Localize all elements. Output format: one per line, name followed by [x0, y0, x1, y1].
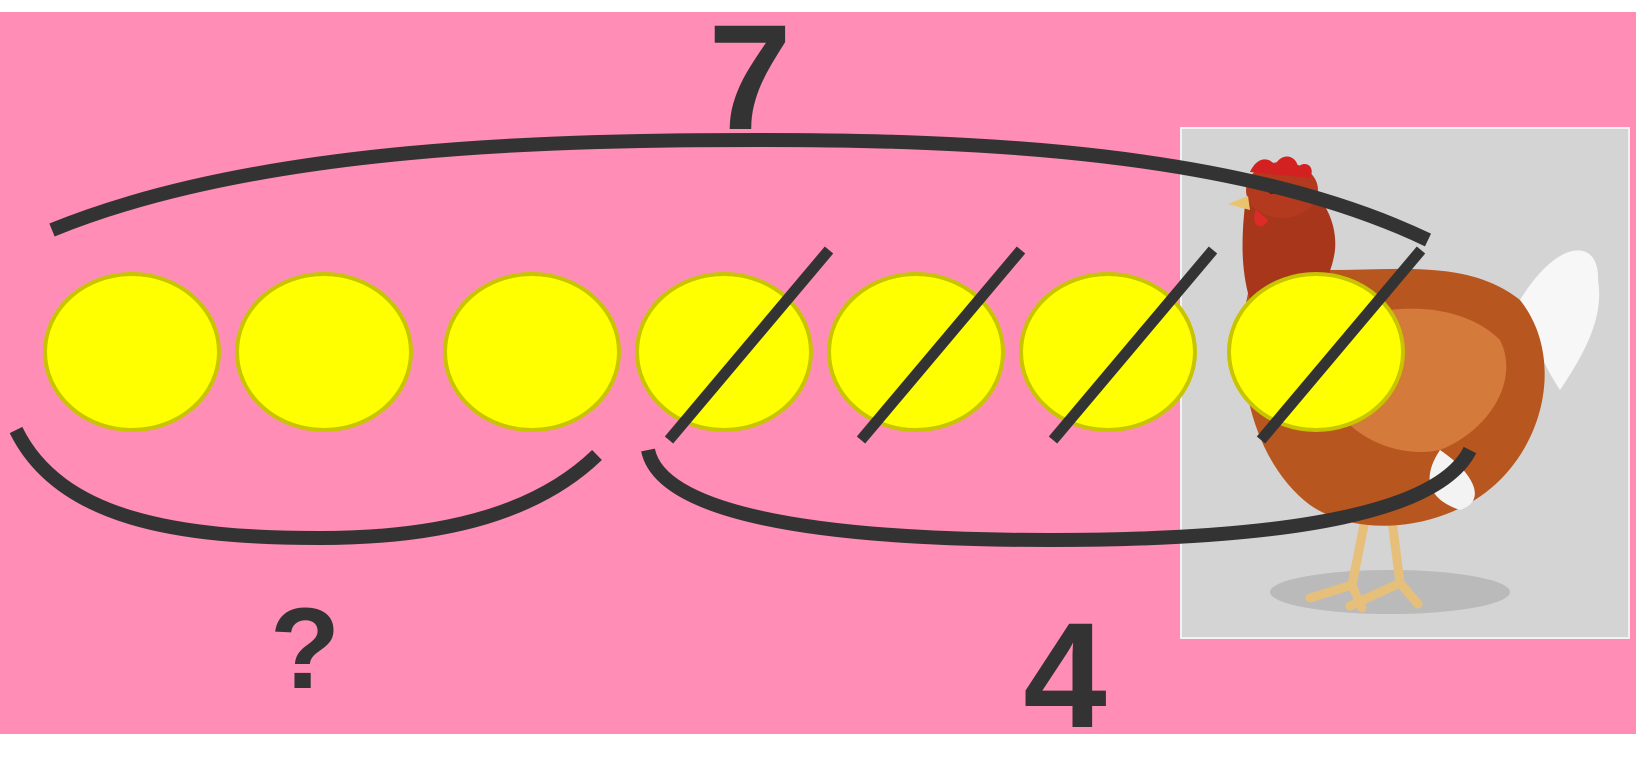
removed-part-label: 4: [1005, 600, 1125, 750]
total-label: 7: [700, 2, 800, 152]
unknown-part-label: ?: [255, 592, 355, 707]
counter-circle: [445, 274, 619, 430]
counter-circle: [237, 274, 411, 430]
diagram-canvas: [0, 0, 1636, 734]
counter-circle: [45, 274, 219, 430]
number-bond-diagram: 7 ? 4: [0, 0, 1636, 734]
